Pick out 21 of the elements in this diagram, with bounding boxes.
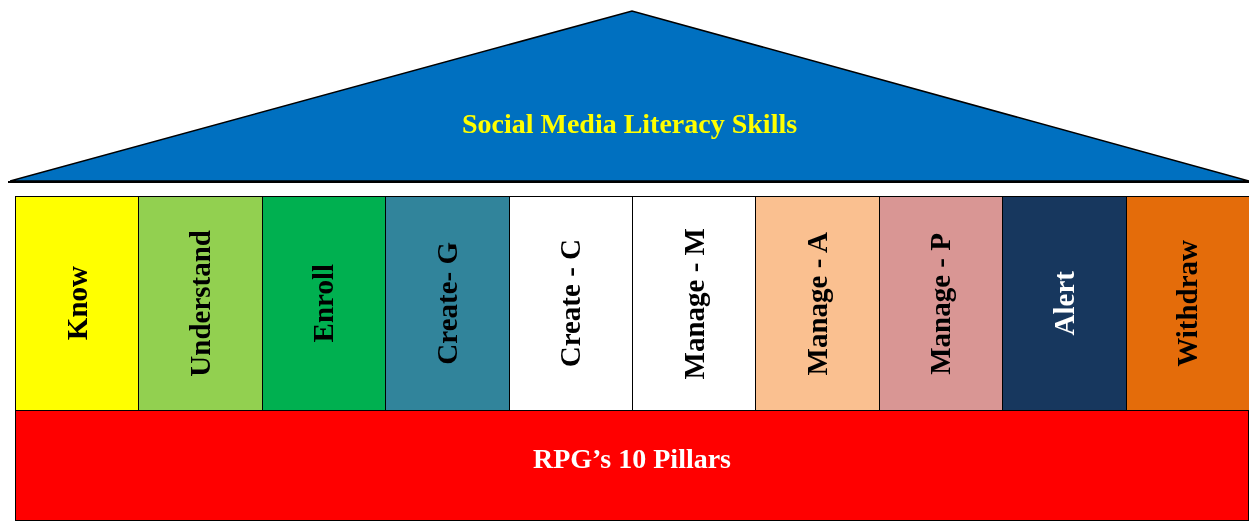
base-bar xyxy=(15,410,1249,521)
pillar-label: Create - C xyxy=(554,239,588,368)
pillar-label: Withdraw xyxy=(1171,240,1205,367)
pillar-block xyxy=(755,196,880,411)
pillar-block xyxy=(1125,196,1249,411)
pillar-label: Manage - M xyxy=(677,227,711,380)
pillar-label: Understand xyxy=(184,230,218,377)
pillar-label: Create- G xyxy=(430,242,464,365)
pillar-label: Know xyxy=(60,266,94,341)
pillar-block xyxy=(138,196,263,411)
pillar-label: Alert xyxy=(1047,271,1081,336)
pillar-label: Manage - P xyxy=(924,232,958,375)
base-label: RPG’s 10 Pillars xyxy=(532,443,732,475)
roof-title: Social Media Literacy Skills xyxy=(461,108,798,140)
pillar-block xyxy=(878,196,1004,411)
pillar-label: Manage - A xyxy=(801,231,835,376)
pillar-block xyxy=(1002,196,1127,411)
pillar-block xyxy=(261,196,387,411)
pillar-label: Enroll xyxy=(307,264,341,343)
pillar-block xyxy=(385,196,510,411)
pillar-block xyxy=(15,196,140,411)
